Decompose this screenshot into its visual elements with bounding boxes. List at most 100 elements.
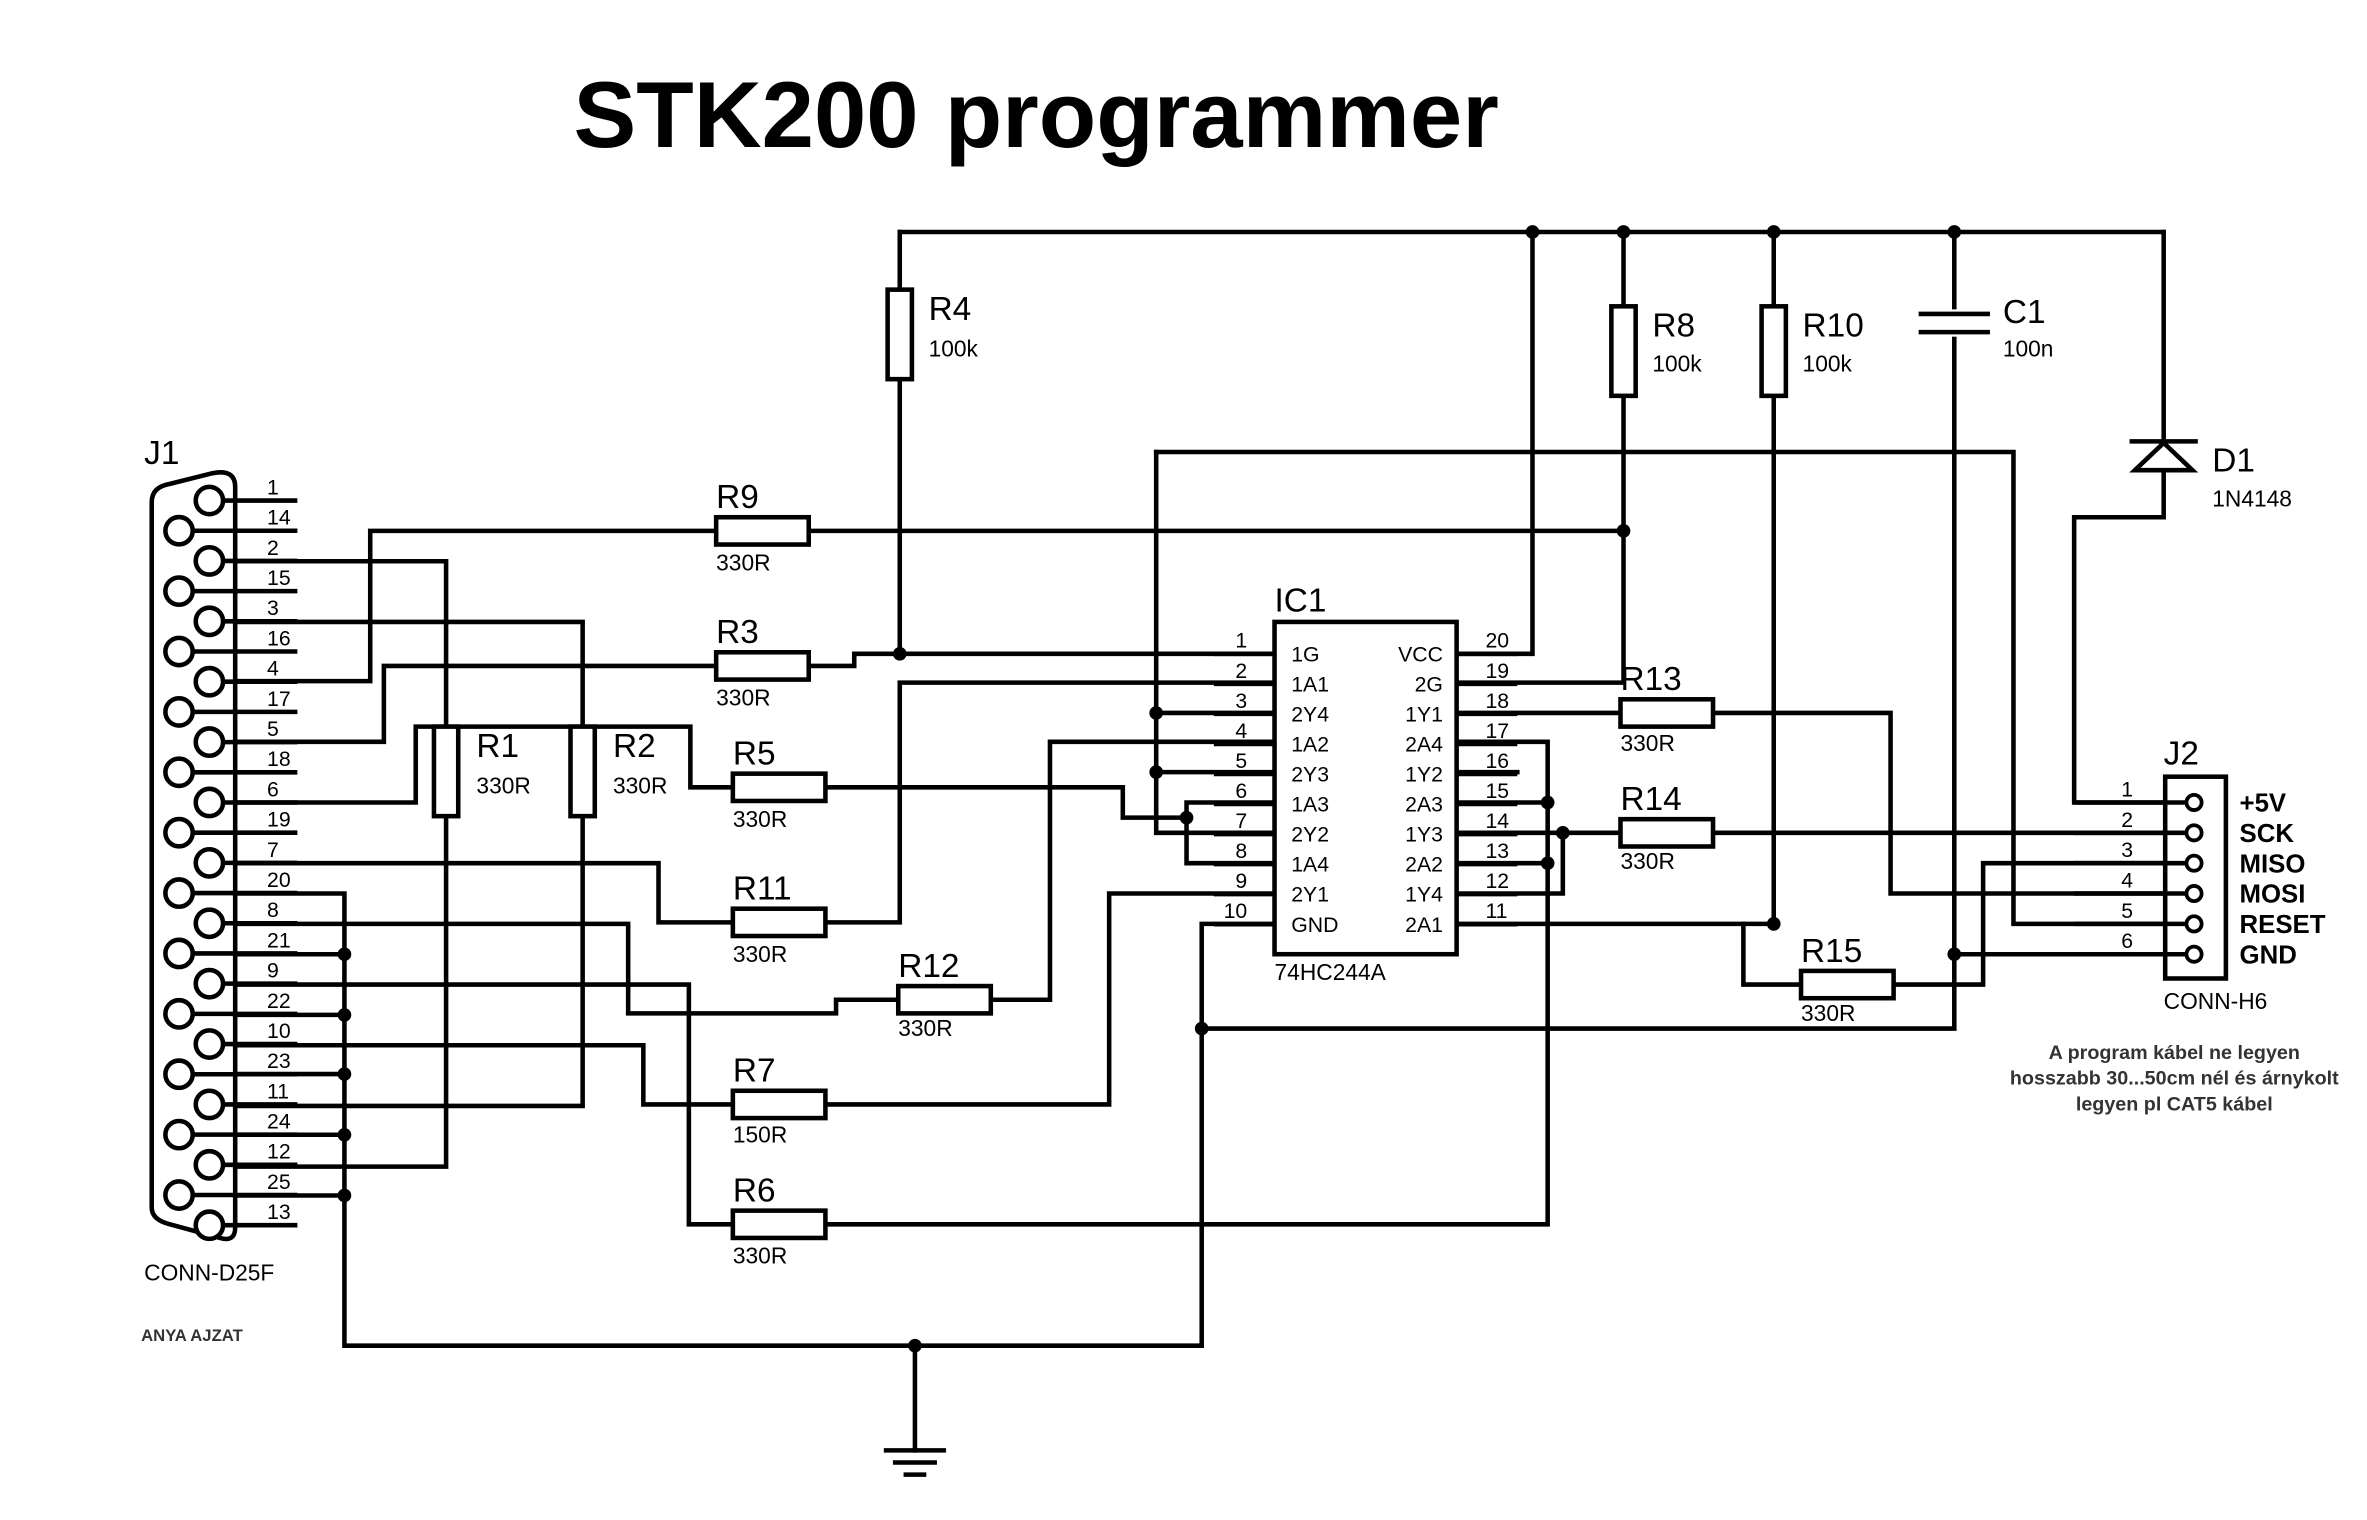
ic1-pin-number: 12 <box>1485 869 1509 893</box>
resistor-r8: R8 100k <box>1609 304 1702 399</box>
resistor-r4: R4 100k <box>885 287 979 382</box>
pin-socket-icon <box>163 816 195 849</box>
j2-pin-number: 1 <box>2121 777 2133 801</box>
svg-text:100n: 100n <box>2003 335 2054 361</box>
resistor-r11: R11 330R <box>730 871 828 967</box>
j1-pin-number: 8 <box>267 898 279 922</box>
svg-text:330R: 330R <box>733 806 787 832</box>
ic1-pin-number: 19 <box>1485 659 1509 683</box>
svg-text:C1: C1 <box>2003 294 2046 331</box>
svg-text:330R: 330R <box>1620 730 1674 756</box>
j1-pin: 1 <box>193 475 298 517</box>
svg-text:330R: 330R <box>733 1243 787 1269</box>
svg-text:100k: 100k <box>1652 351 1702 377</box>
pin-socket-icon <box>163 514 195 547</box>
schematic-title: STK200 programmer <box>574 62 1499 167</box>
j1-pin-number: 3 <box>267 596 279 620</box>
ic1-pin-name: 2A2 <box>1405 853 1443 877</box>
pin-socket-icon <box>2184 914 2204 934</box>
pin-socket-icon <box>193 1148 226 1181</box>
svg-text:330R: 330R <box>1801 1000 1855 1026</box>
ic1-pin-name: 1Y1 <box>1405 702 1443 726</box>
ic1-pin-number: 9 <box>1235 869 1247 893</box>
ic1: IC1 11G21A132Y441A252Y361A372Y281A492Y11… <box>1213 582 1518 985</box>
ic1-ref: IC1 <box>1275 582 1327 619</box>
pin-socket-icon <box>163 756 195 789</box>
j2-signal-label: SCK <box>2240 820 2295 848</box>
svg-text:R6: R6 <box>733 1173 776 1210</box>
ic1-pin-name: 1A1 <box>1291 672 1329 696</box>
j2-signal-label: RESET <box>2240 911 2326 939</box>
j2-signal-label: MOSI <box>2240 881 2306 909</box>
ic1-pin-number: 18 <box>1485 689 1509 713</box>
svg-text:R4: R4 <box>929 291 972 328</box>
resistor-r6: R6 330R <box>730 1173 828 1269</box>
pin-socket-icon <box>2184 853 2204 873</box>
ic1-pin-number: 11 <box>1485 899 1507 923</box>
j1-pin-number: 16 <box>267 626 291 650</box>
j1-pin-number: 11 <box>267 1079 289 1103</box>
resistor-r7: R7 150R <box>730 1053 828 1147</box>
svg-text:D1: D1 <box>2212 443 2255 480</box>
j1-pin: 15 <box>163 566 298 608</box>
svg-text:330R: 330R <box>613 772 667 798</box>
wire-r11 <box>232 680 1277 925</box>
pin-socket-icon <box>2184 884 2204 904</box>
j1-pin-number: 7 <box>267 838 279 862</box>
j1-pin-number: 23 <box>267 1049 291 1073</box>
wire-r9 <box>232 528 1626 684</box>
ic1-pin-number: 3 <box>1235 689 1247 713</box>
j1-pin: 16 <box>163 626 298 668</box>
j1-pin-number: 15 <box>267 566 291 590</box>
pin-socket-icon <box>193 665 226 698</box>
pin-socket-icon <box>193 726 226 759</box>
j1-pin: 13 <box>193 1200 298 1242</box>
wire-r1 <box>232 558 449 1169</box>
ic1-pin-number: 14 <box>1485 809 1509 833</box>
j1-pin-number: 2 <box>267 536 279 560</box>
pin-socket-icon <box>163 575 195 608</box>
ic1-pin-name: 2Y2 <box>1291 823 1329 847</box>
junctions <box>337 225 1962 1353</box>
svg-text:100k: 100k <box>929 335 979 361</box>
j1-pin: 21 <box>163 928 298 970</box>
svg-text:legyen pl CAT5 kábel: legyen pl CAT5 kábel <box>2076 1093 2273 1115</box>
resistor-r10: R10 100k <box>1759 304 1864 399</box>
j1-pin-number: 10 <box>267 1019 291 1043</box>
j2-pin: 1+5V <box>2074 777 2287 818</box>
pin-socket-icon <box>163 877 195 909</box>
j1-pin-number: 22 <box>267 989 291 1013</box>
diode-d1: D1 1N4148 <box>2129 439 2292 512</box>
j2-pin-number: 2 <box>2121 808 2133 832</box>
ic1-pin-name: 1A4 <box>1291 853 1329 877</box>
svg-text:R2: R2 <box>613 728 656 765</box>
svg-text:R14: R14 <box>1620 781 1681 818</box>
svg-text:R5: R5 <box>733 736 776 773</box>
svg-text:R7: R7 <box>733 1053 776 1090</box>
j1-pin-number: 20 <box>267 868 291 892</box>
j1-pin: 14 <box>163 506 298 547</box>
ic1-pin-right: 18 1Y1 <box>1405 689 1518 726</box>
svg-text:330R: 330R <box>716 549 770 575</box>
pin-socket-icon <box>2184 823 2204 843</box>
ic1-pin-name: 1A3 <box>1291 793 1329 817</box>
pin-socket-icon <box>2184 793 2204 812</box>
pin-socket-icon <box>193 605 226 638</box>
wire-2g <box>1454 229 1626 685</box>
pin-socket-icon <box>193 786 226 819</box>
svg-text:330R: 330R <box>898 1015 952 1041</box>
ic1-pin-left: 11G <box>1213 629 1320 666</box>
ic1-pin-name: 2A4 <box>1405 733 1443 757</box>
